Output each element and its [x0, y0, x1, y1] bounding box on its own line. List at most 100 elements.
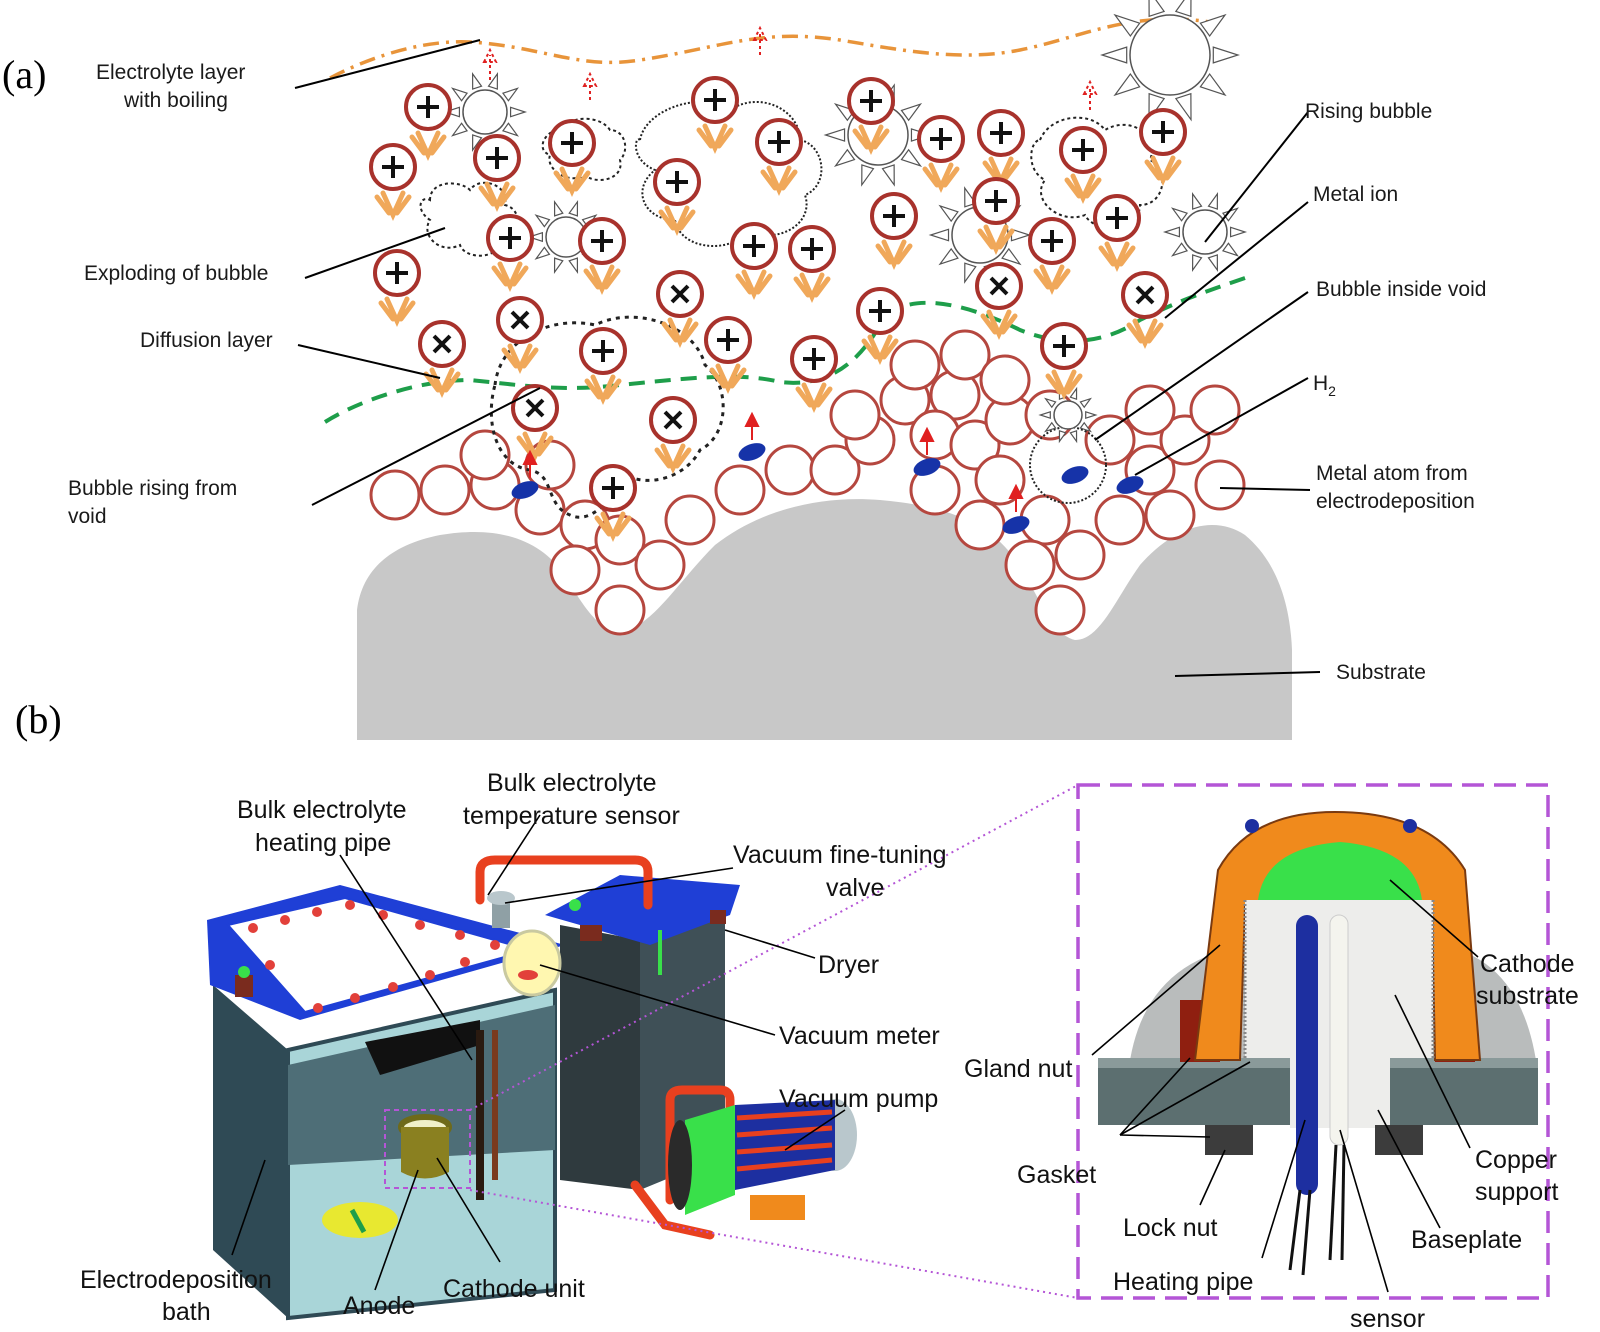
heating-pipe-bath [476, 1030, 484, 1200]
wire [1301, 1189, 1312, 1276]
panel-a: (a) [2, 0, 1486, 740]
metal-ion [369, 143, 417, 222]
rising-bubble-sun [1038, 386, 1098, 444]
label-bubble-inside-void: Bubble inside void [1316, 278, 1486, 301]
h2-blob [1061, 466, 1089, 484]
metal-ion [856, 287, 904, 366]
cathode-substrate [1258, 842, 1422, 900]
bolt [455, 930, 465, 940]
wire [1340, 1144, 1346, 1261]
dryer-clamp [580, 925, 602, 941]
metal-ions [369, 76, 1187, 543]
label-vacuum-pump: Vacuum pump [779, 1085, 938, 1113]
leader-temp-sensor [487, 814, 541, 896]
label-metal-atom-1: Metal atom from [1316, 462, 1468, 485]
arrow-up [1082, 79, 1098, 110]
metal-atom [1084, 414, 1136, 466]
bubbles [419, 100, 1164, 519]
metal-ion [404, 83, 452, 162]
metal-ion-cross [656, 270, 704, 349]
leader-vacuum-meter [539, 964, 776, 1036]
label-copper-support-1: Copper [1475, 1146, 1557, 1174]
leader-bubble-void [311, 387, 541, 506]
metal-atom-layer [369, 329, 1246, 636]
metal-atom [634, 539, 686, 591]
metal-ion-cross [1121, 271, 1169, 350]
label-baseplate: Baseplate [1411, 1226, 1522, 1254]
wires [1288, 1144, 1346, 1276]
label-gasket: Gasket [1017, 1161, 1096, 1189]
zoom-line-bottom [469, 1189, 1079, 1299]
leader-lock-nut [1199, 1149, 1226, 1206]
bath-left-wall [213, 985, 288, 1318]
label-bath-1: Electrodeposition [80, 1266, 272, 1294]
leader-gasket-2 [1119, 1061, 1251, 1136]
metal-ion [1059, 126, 1107, 205]
metal-ion-cross [975, 262, 1023, 341]
rising-bubble-sun [442, 71, 528, 153]
leader-bubble-inside-void [1094, 291, 1309, 441]
metal-ion [486, 214, 534, 293]
label-metal-atom-2: electrodeposition [1316, 490, 1475, 513]
electrolyte-layer-line [329, 17, 1211, 80]
metal-atom [1004, 539, 1056, 591]
leader-gasket-3 [1119, 1134, 1211, 1138]
stripe [736, 1157, 833, 1172]
metal-ion [847, 77, 895, 156]
metal-ion [704, 316, 752, 395]
panel-b-leaders [231, 814, 1479, 1293]
h2-blob [511, 481, 539, 499]
label-temp-sensor-1: Bulk electrolyte [487, 769, 657, 797]
bolt [280, 915, 290, 925]
leader-sensor [1339, 1129, 1389, 1293]
vacuum-pump [668, 1099, 857, 1220]
label-sensor: sensor [1350, 1305, 1425, 1332]
metal-ion [1139, 108, 1187, 187]
leader-heating-pipe [339, 854, 473, 1061]
metal-ion [730, 222, 778, 301]
metal-atom [1054, 529, 1106, 581]
leader-valve [504, 867, 734, 904]
exploding-bubble [419, 181, 519, 257]
cathode-bracket [365, 1020, 480, 1075]
metal-ion [972, 177, 1020, 256]
rising-bubble-sun [1162, 191, 1248, 273]
label-diffusion-layer: Diffusion layer [140, 329, 273, 352]
arrow-up [752, 25, 768, 55]
metal-atom [949, 419, 1001, 471]
vacuum-meter-face [502, 929, 562, 997]
metal-ion [788, 225, 836, 304]
metal-atom [1094, 494, 1146, 546]
anode-cylinder-body [401, 1127, 449, 1179]
label-anode: Anode [343, 1292, 415, 1320]
metal-atom [1189, 384, 1241, 436]
metal-atom [459, 429, 511, 481]
bolt [388, 982, 398, 992]
zoom-line-top [469, 784, 1079, 1111]
leader-vacuum-pump [784, 1109, 846, 1151]
label-temp-sensor-2: temperature sensor [463, 802, 680, 830]
sensor-rod [1329, 914, 1349, 1146]
metal-atom [1124, 384, 1176, 436]
h2-blob [913, 458, 941, 476]
lid-bolts [248, 900, 500, 1013]
bolt [350, 993, 360, 1003]
leader-metal-ion [1164, 201, 1309, 319]
metal-atom [594, 584, 646, 636]
arrow-up [522, 449, 538, 478]
metal-atom [889, 339, 941, 391]
bolt [345, 900, 355, 910]
metal-ion [578, 217, 626, 296]
bolt [490, 940, 500, 950]
cathode-detail-box [1076, 783, 1550, 1300]
heating-rod [1296, 915, 1318, 1195]
metal-atom [714, 464, 766, 516]
leader-dryer [724, 929, 816, 959]
label-copper-support-2: support [1475, 1178, 1558, 1206]
label-bath-2: bath [162, 1298, 211, 1326]
panel-a-leaders [294, 39, 1321, 677]
diffusion-layer-line [323, 276, 1246, 424]
pump-fan-housing [685, 1105, 735, 1215]
metal-ion [589, 464, 637, 543]
